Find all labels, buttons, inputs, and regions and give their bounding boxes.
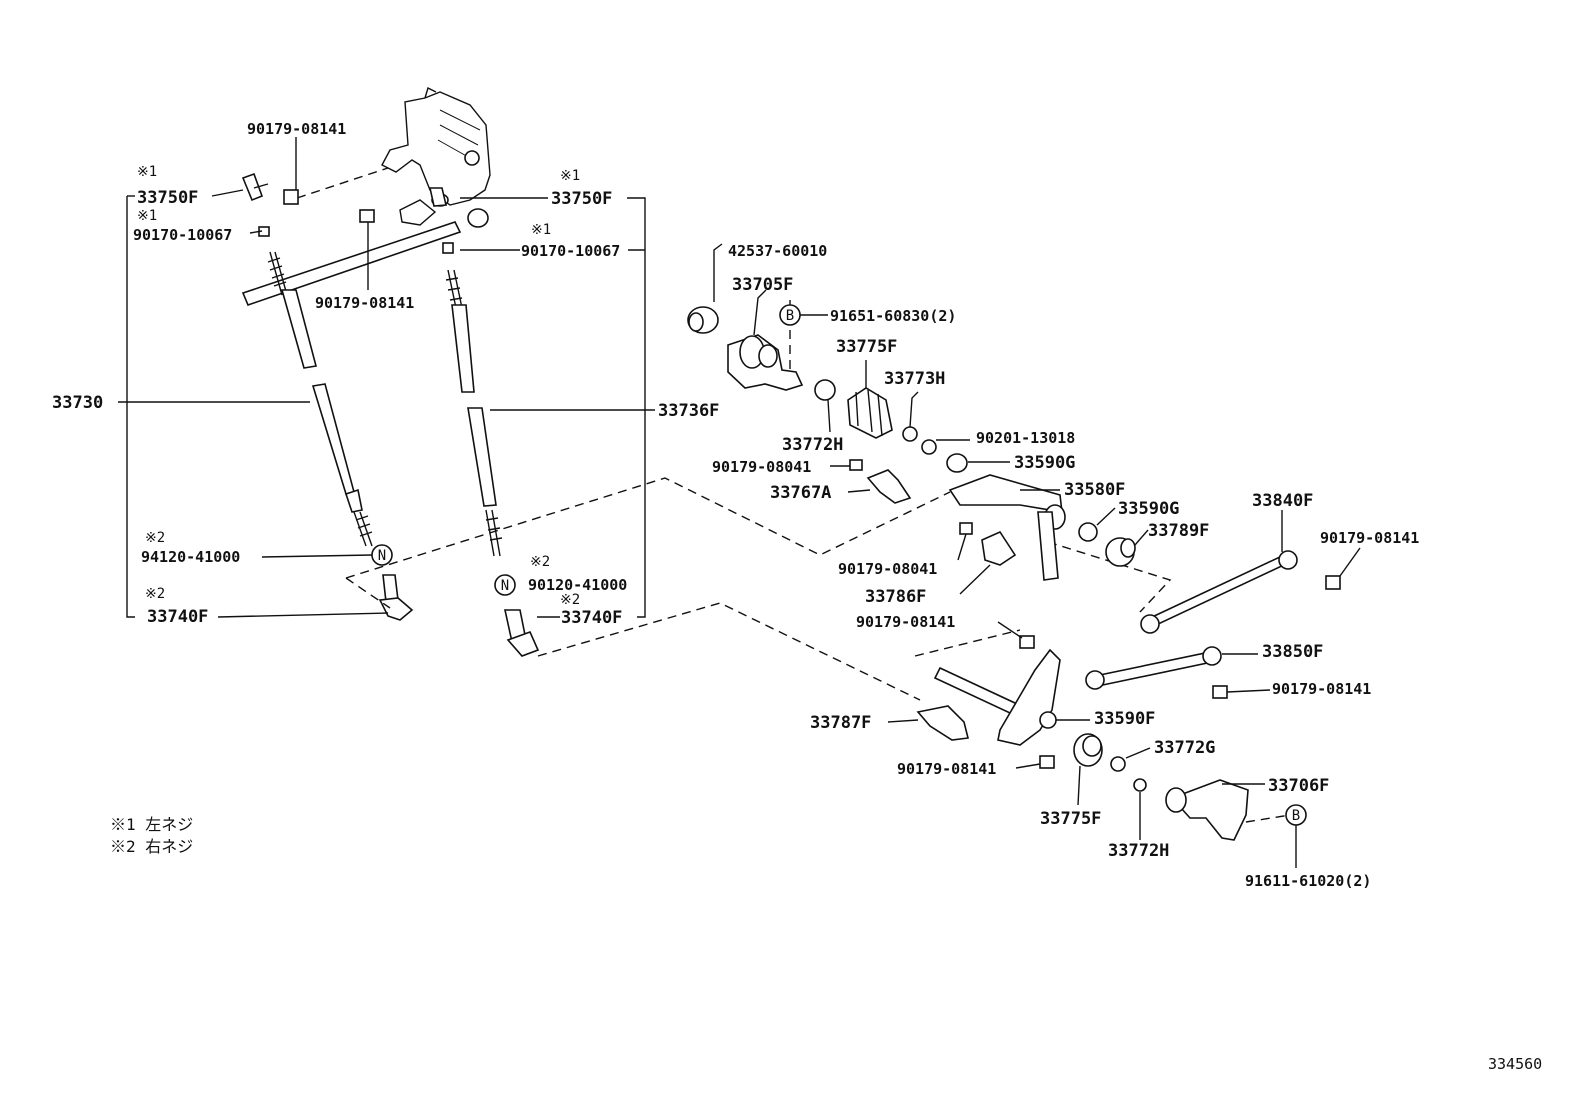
note-1: ※1 左ネジ xyxy=(110,815,193,834)
label-33590F: 33590F xyxy=(1094,709,1155,729)
label-33850F: 33850F xyxy=(1262,642,1323,662)
left-bracket-lines xyxy=(118,137,389,618)
label-90170-10067-left: 90170-10067 xyxy=(133,226,232,244)
mark-1-90170-right: ※1 xyxy=(531,222,551,238)
mark-2-90120: ※2 xyxy=(530,554,550,570)
label-33590G-a: 33590G xyxy=(1014,453,1075,473)
label-90179-08141-b: 90179-08141 xyxy=(315,294,414,312)
label-90179-08141-a: 90179-08141 xyxy=(247,120,346,138)
n-mark-right: N xyxy=(501,578,509,594)
label-33706F: 33706F xyxy=(1268,776,1329,796)
label-42537-60010: 42537-60010 xyxy=(728,242,827,260)
label-33772G: 33772G xyxy=(1154,738,1215,758)
mark-2-94120: ※2 xyxy=(145,530,165,546)
shift-rod-right: N xyxy=(429,187,540,657)
b-mark-bottom: B xyxy=(1292,808,1300,824)
label-33787F: 33787F xyxy=(810,713,871,733)
label-33740F-right: 33740F xyxy=(561,608,622,628)
label-33775F-bottom: 33775F xyxy=(1040,809,1101,829)
label-90179-08141-e: 90179-08141 xyxy=(897,760,996,778)
label-90179-08141-c: 90179-08141 xyxy=(856,613,955,631)
right-bracket-lines xyxy=(460,197,655,618)
label-33775F-top: 33775F xyxy=(836,337,897,357)
mark-2-33740F-right: ※2 xyxy=(560,592,580,608)
label-91651-60830: 91651-60830(2) xyxy=(830,307,956,325)
part-labels: ※1 33750F ※1 90170-10067 90179-08141 901… xyxy=(52,120,1419,890)
label-33772H-top: 33772H xyxy=(782,435,843,455)
figure-number: 334560 xyxy=(1488,1055,1542,1073)
label-90179-08041-a: 90179-08041 xyxy=(712,458,811,476)
dashed-routing xyxy=(345,300,1291,823)
label-33767A: 33767A xyxy=(770,483,831,503)
label-33705F: 33705F xyxy=(732,275,793,295)
mark-2-33740F-left: ※2 xyxy=(145,586,165,602)
label-33772H-bottom: 33772H xyxy=(1108,841,1169,861)
label-33580F: 33580F xyxy=(1064,480,1125,500)
mark-1-33750F-right: ※1 xyxy=(560,168,580,184)
label-33740F-left: 33740F xyxy=(147,607,208,627)
label-90120-41000: 90120-41000 xyxy=(528,576,627,594)
label-33590G-b: 33590G xyxy=(1118,499,1179,519)
shift-rod-left: N xyxy=(241,172,414,621)
label-33736F: 33736F xyxy=(658,401,719,421)
label-33750F-left: 33750F xyxy=(137,188,198,208)
label-90201-13018: 90201-13018 xyxy=(976,429,1075,447)
mark-1-90170-left: ※1 xyxy=(137,208,157,224)
right-components: B xyxy=(687,243,1361,868)
label-91611-61020: 91611-61020(2) xyxy=(1245,872,1371,890)
note-2: ※2 右ネジ xyxy=(110,837,193,856)
label-94120-41000: 94120-41000 xyxy=(141,548,240,566)
n-mark-left: N xyxy=(378,548,386,564)
b-mark-top: B xyxy=(786,308,794,324)
label-90179-08141-right: 90179-08141 xyxy=(1320,529,1419,547)
label-33730: 33730 xyxy=(52,393,103,413)
label-33786F: 33786F xyxy=(865,587,926,607)
label-33789F: 33789F xyxy=(1148,521,1209,541)
label-33750F-right: 33750F xyxy=(551,189,612,209)
label-90179-08141-d: 90179-08141 xyxy=(1272,680,1371,698)
notes: ※1 左ネジ ※2 右ネジ xyxy=(110,815,193,856)
label-33840F: 33840F xyxy=(1252,491,1313,511)
label-90170-10067-right: 90170-10067 xyxy=(521,242,620,260)
mark-1-33750F-left: ※1 xyxy=(137,164,157,180)
label-90179-08041-b: 90179-08041 xyxy=(838,560,937,578)
label-33773H: 33773H xyxy=(884,369,945,389)
